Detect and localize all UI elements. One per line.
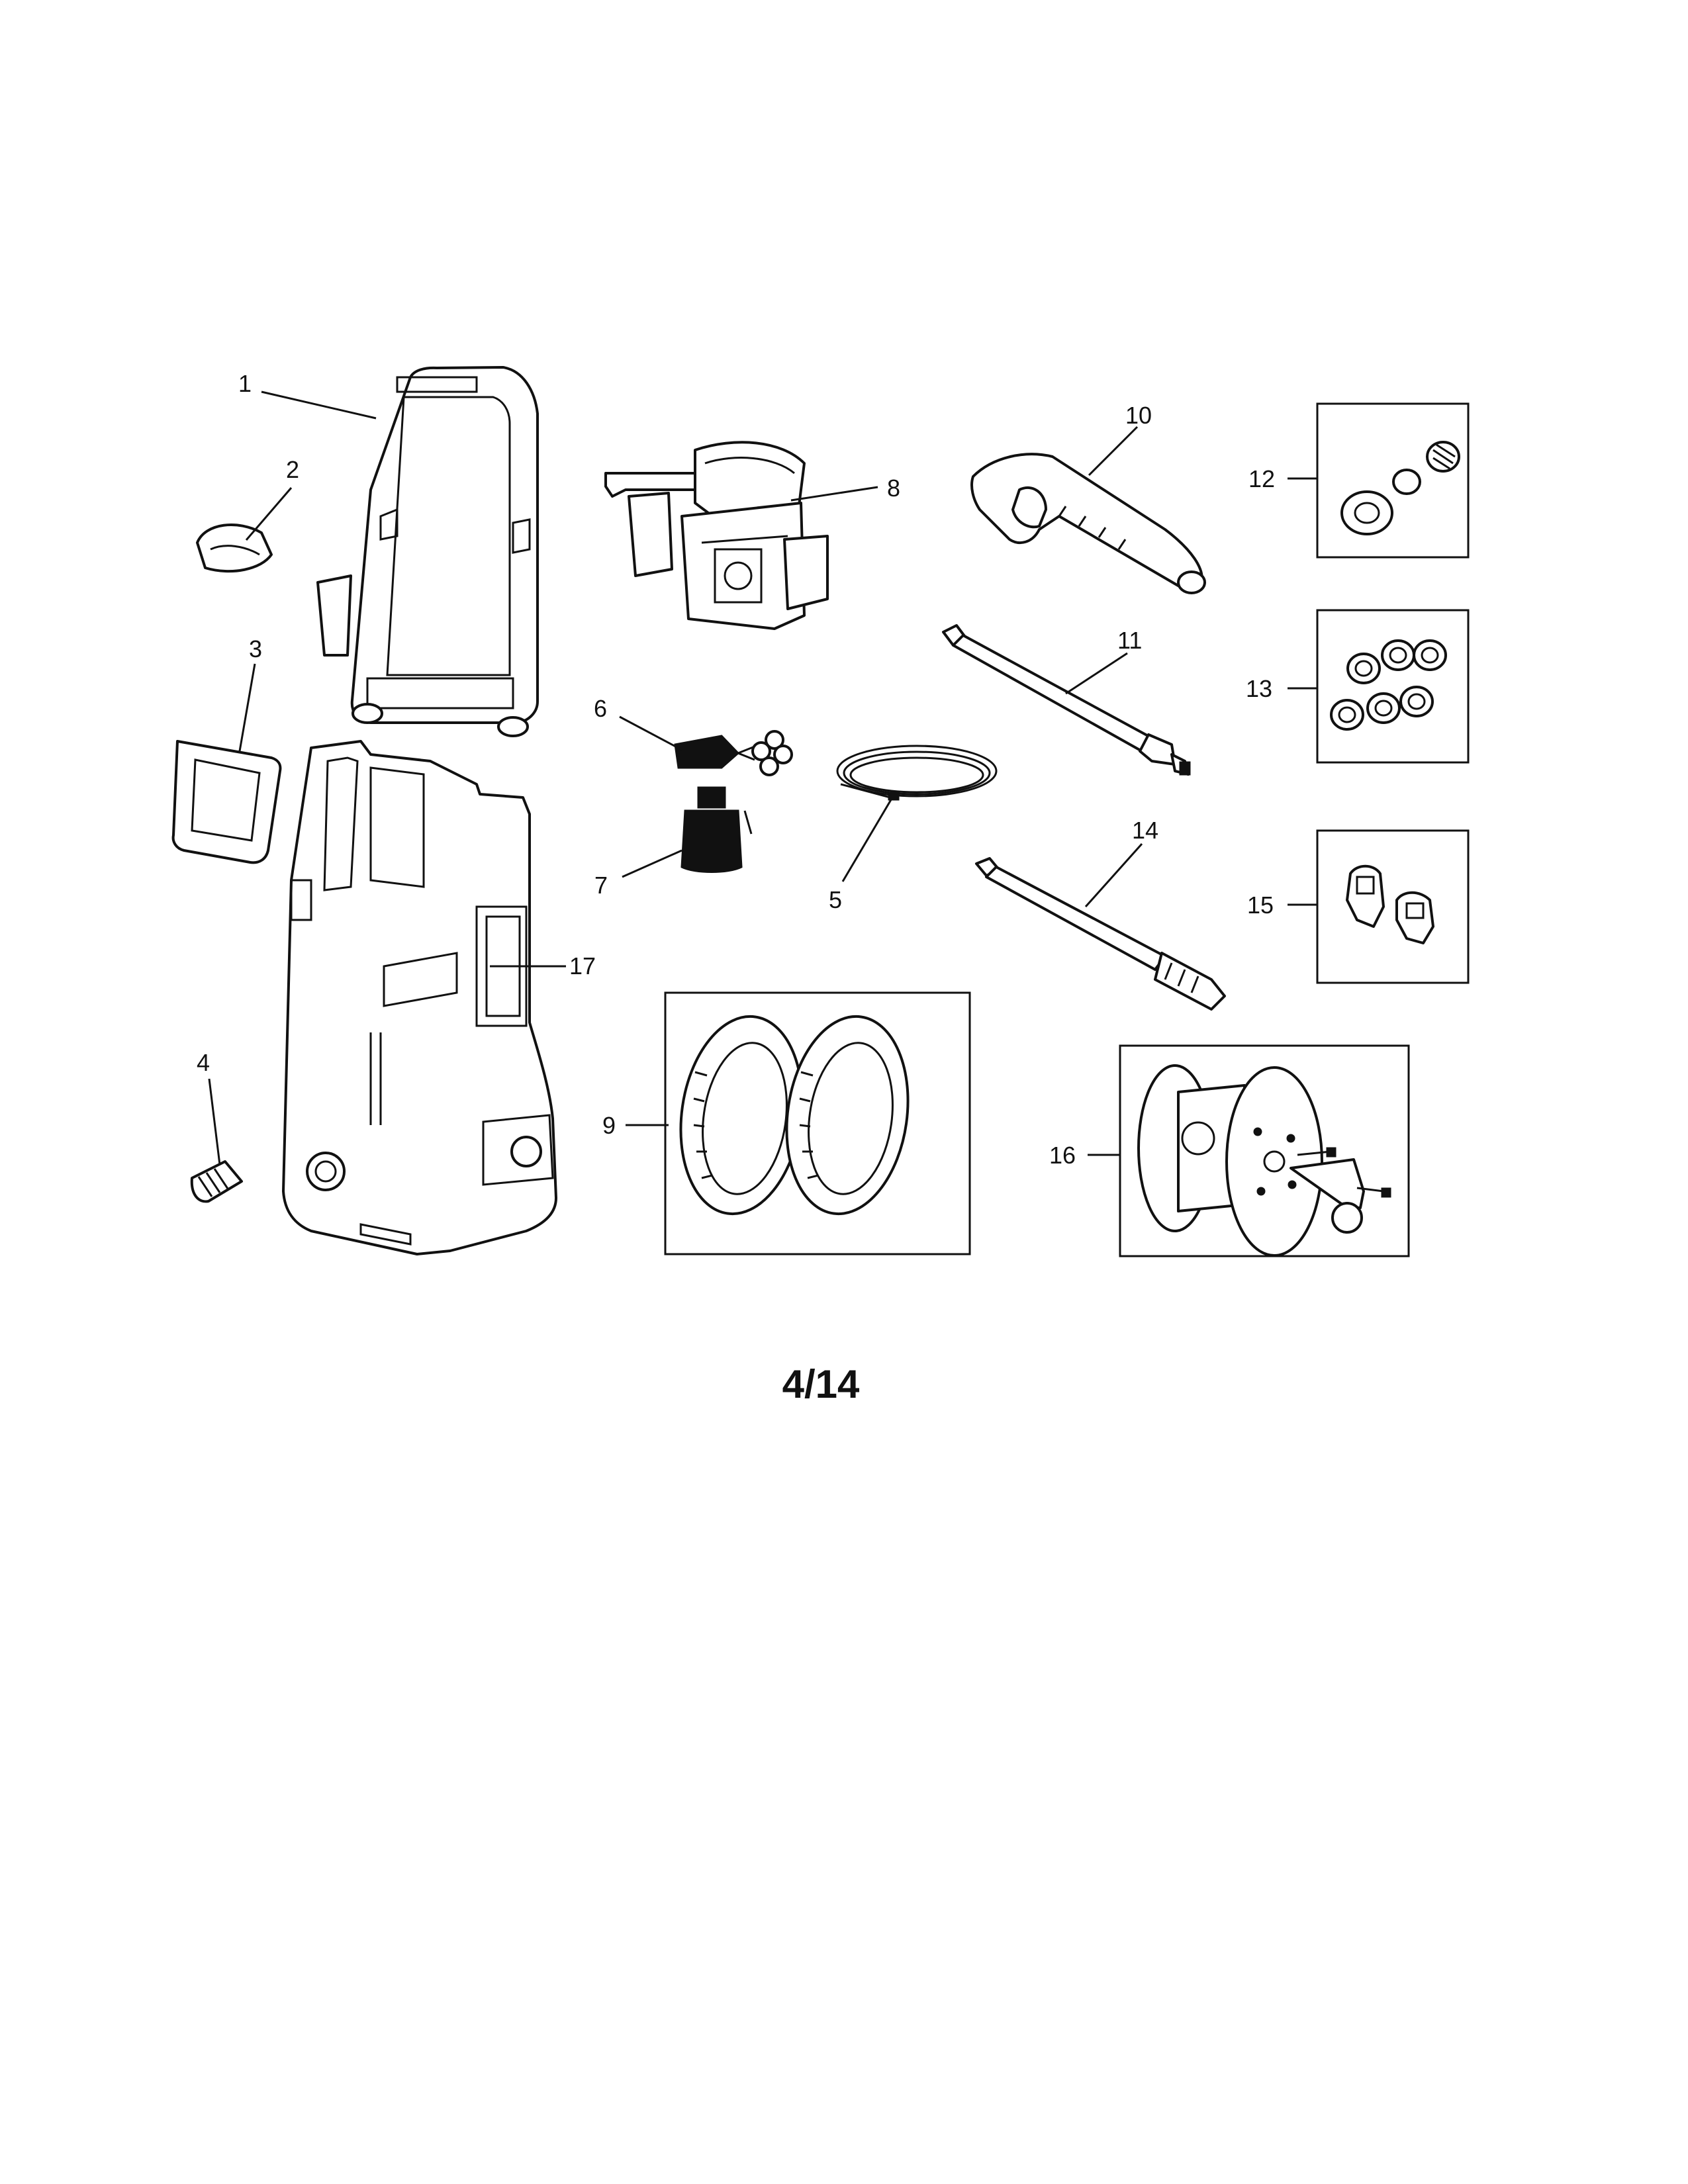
part-7-detergent-bottle [680,786,753,873]
part-2-clip [196,523,273,573]
page-number: 4/14 [782,1362,860,1406]
callout-14: 14 [1132,817,1158,844]
callout-11: 11 [1117,627,1142,654]
callout-4: 4 [197,1049,210,1076]
callout-12: 12 [1248,465,1275,492]
part-6-turbo-nozzle [674,730,793,776]
part-12-fitting-kit [1316,402,1470,559]
callout-17: 17 [569,952,596,979]
callout-15: 15 [1247,891,1274,919]
callout-10: 10 [1125,402,1152,429]
part-9-wheels [664,991,971,1255]
part-16-hose-reel [1119,1044,1410,1257]
part-8-internal-frame [604,441,829,630]
part-1-upper-housing [316,366,539,737]
part-5-hose [836,745,998,801]
callout-5: 5 [829,886,842,913]
callout-6: 6 [594,695,607,722]
callout-1: 1 [238,370,252,397]
callout-9: 9 [602,1112,616,1139]
callout-13: 13 [1246,675,1272,702]
part-13-o-rings [1316,609,1470,764]
callout-7: 7 [594,872,608,899]
part-17-main-body [282,740,557,1255]
callout-leaders [208,390,1317,1165]
callout-3: 3 [249,635,262,662]
part-3-front-cover [171,740,282,864]
callout-2: 2 [286,456,299,483]
part-10-spray-gun [970,453,1206,594]
callout-labels: 1 2 3 4 5 6 7 8 9 10 11 12 13 14 15 16 1… [197,370,1275,1169]
part-11-lance [942,624,1191,776]
part-4-nozzle [190,1160,243,1203]
part-14-turbo-lance [975,857,1226,1011]
part-15-clips [1316,829,1470,984]
callout-8: 8 [887,475,900,502]
callout-16: 16 [1049,1142,1076,1169]
